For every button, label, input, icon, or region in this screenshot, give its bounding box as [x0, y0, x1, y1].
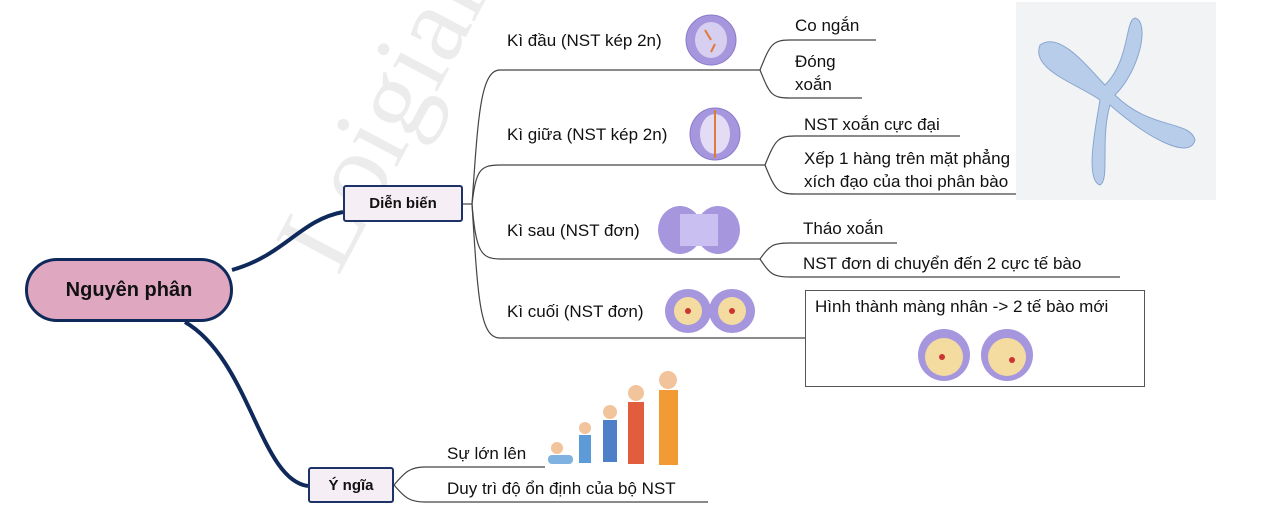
stage-prophase[interactable]: Kì đầu (NST kép 2n): [507, 31, 662, 50]
detail: NST đơn di chuyển đến 2 cực tế bào: [803, 254, 1082, 273]
connector-root-dienbien: [231, 210, 344, 272]
branch-y-nghia[interactable]: Ý ngĩa: [308, 467, 394, 503]
telophase-note: [805, 290, 1145, 387]
branch-label: Diễn biến: [369, 195, 437, 212]
stage-telophase[interactable]: Kì cuối (NST đơn): [507, 302, 644, 321]
root-label: Nguyên phân: [65, 278, 193, 301]
significance-stability: Duy trì độ ổn định của bộ NST: [447, 479, 676, 498]
cell-telophase-icon: [665, 289, 755, 333]
detail: Hình thành màng nhân -> 2 tế bào mới: [815, 297, 1109, 316]
branch-dien-bien[interactable]: Diễn biến: [343, 185, 463, 222]
daughter-cells-icon: [918, 329, 1033, 381]
detail: xích đạo của thoi phân bào: [804, 172, 1009, 191]
cell-anaphase-icon: [658, 206, 740, 254]
cell-prophase-icon: [685, 14, 737, 66]
cell-metaphase-icon: [689, 107, 741, 161]
detail: Tháo xoắn: [803, 219, 884, 238]
stage-metaphase[interactable]: Kì giữa (NST kép 2n): [507, 125, 668, 144]
chromosome-image: [1016, 2, 1216, 200]
root-node[interactable]: Nguyên phân: [25, 258, 233, 322]
detail: Xếp 1 hàng trên mặt phẳng: [804, 149, 1011, 168]
detail: xoắn: [795, 75, 832, 94]
detail: Đóng: [795, 52, 836, 71]
branch-label: Ý ngĩa: [328, 476, 374, 494]
stage-anaphase[interactable]: Kì sau (NST đơn): [507, 221, 640, 240]
detail: Co ngắn: [795, 16, 860, 35]
significance-growth: Sự lớn lên: [447, 444, 527, 463]
growing-children-icon: [548, 371, 678, 465]
detail: NST xoắn cực đại: [804, 115, 940, 134]
connector-root-ynghia: [183, 320, 309, 488]
